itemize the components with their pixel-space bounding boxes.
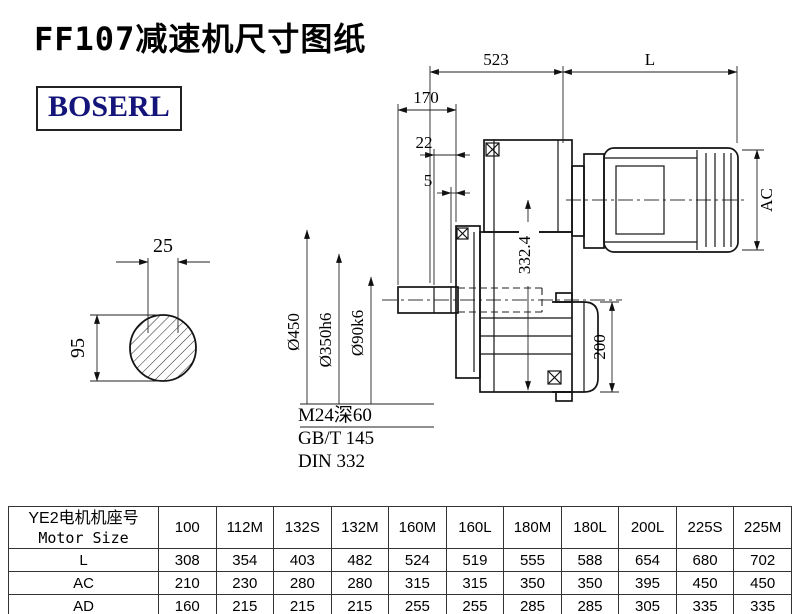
table-cell: 280 — [273, 571, 332, 595]
table-cell: 215 — [330, 594, 390, 614]
table-row-AC: AC 210 230 280 280 315 315 350 350 395 4… — [8, 571, 792, 595]
column-header: 132M — [330, 506, 390, 549]
table-cell: 230 — [215, 571, 275, 595]
table-cell: 160 — [158, 594, 217, 614]
table-cell: 215 — [215, 594, 275, 614]
table-cell: 588 — [560, 548, 620, 572]
table-cell: 654 — [618, 548, 677, 572]
table-cell: 280 — [330, 571, 390, 595]
table-cell: 308 — [158, 548, 217, 572]
dim-5: 5 — [424, 171, 433, 190]
note-thread: M24深60 — [298, 404, 372, 426]
page-title: FF107减速机尺寸图纸 — [34, 20, 367, 58]
motor — [571, 147, 739, 253]
dim-95: 95 — [67, 338, 89, 358]
table-header-row: YE2电机机座号 Motor Size 100 112M 132S 132M 1… — [8, 506, 792, 549]
gearbox-dimension-drawing: 25 95 — [67, 50, 776, 472]
dim-25: 25 — [153, 235, 173, 257]
dim-AC: AC — [757, 188, 776, 212]
dim-bore-diameter: Ø90k6 — [348, 310, 367, 356]
dim-200: 200 — [590, 334, 609, 360]
header-en: Motor Size — [38, 528, 129, 547]
dim-22: 22 — [416, 133, 433, 152]
column-header: 160L — [445, 506, 505, 549]
motor-size-table: YE2电机机座号 Motor Size 100 112M 132S 132M 1… — [8, 506, 792, 614]
dim-flange-diameter: Ø450 — [284, 313, 303, 351]
shaft-end-view: 25 95 — [67, 235, 210, 382]
table-cell: 482 — [330, 548, 390, 572]
table-cell: 215 — [273, 594, 332, 614]
table-cell: 285 — [503, 594, 562, 614]
note-din-standard: DIN 332 — [298, 451, 365, 472]
row-label: AC — [8, 571, 159, 595]
table-cell: 255 — [388, 594, 447, 614]
row-label: L — [8, 548, 159, 572]
column-header: 200L — [618, 506, 677, 549]
table-cell: 285 — [560, 594, 620, 614]
column-header: 160M — [388, 506, 447, 549]
table-cell: 403 — [273, 548, 332, 572]
table-cell: 305 — [618, 594, 677, 614]
column-header: 112M — [215, 506, 275, 549]
column-header: 225S — [675, 506, 735, 549]
table-cell: 524 — [388, 548, 447, 572]
table-cell: 450 — [675, 571, 735, 595]
column-header: 100 — [158, 506, 217, 549]
table-cell: 702 — [733, 548, 792, 572]
motor-size-header: YE2电机机座号 Motor Size — [8, 506, 159, 549]
table-cell: 210 — [158, 571, 217, 595]
bearing-cover — [552, 292, 599, 402]
table-cell: 519 — [445, 548, 505, 572]
column-header: 180M — [503, 506, 562, 549]
table-cell: 555 — [503, 548, 562, 572]
dim-spigot-diameter: Ø350h6 — [316, 313, 335, 368]
table-cell: 315 — [388, 571, 447, 595]
row-label: AD — [8, 594, 159, 614]
header-cn: YE2电机机座号 — [28, 509, 139, 527]
column-header: 225M — [733, 506, 792, 549]
gearbox-side-view — [382, 139, 748, 402]
dim-523: 523 — [483, 50, 509, 69]
dimensions: 523 L 170 22 5 AC — [284, 50, 776, 472]
table-cell: 350 — [560, 571, 620, 595]
dim-332-4: 332.4 — [515, 235, 534, 274]
table-cell: 395 — [618, 571, 677, 595]
dim-170: 170 — [413, 88, 439, 107]
note-gbt-standard: GB/T 145 — [298, 428, 374, 449]
table-row-AD: AD 160 215 215 215 255 255 285 285 305 3… — [8, 594, 792, 614]
table-cell: 350 — [503, 571, 562, 595]
boserl-logo: BOSERL — [36, 86, 182, 131]
column-header: 180L — [560, 506, 620, 549]
column-header: 132S — [273, 506, 332, 549]
table-cell: 315 — [445, 571, 505, 595]
section-bolt-symbols — [456, 142, 562, 385]
table-cell: 354 — [215, 548, 275, 572]
table-cell: 680 — [675, 548, 735, 572]
table-cell: 335 — [733, 594, 792, 614]
table-row-L: L 308 354 403 482 524 519 555 588 654 68… — [8, 548, 792, 572]
table-cell: 335 — [675, 594, 735, 614]
table-cell: 255 — [445, 594, 505, 614]
table-cell: 450 — [733, 571, 792, 595]
dim-L: L — [645, 50, 655, 69]
